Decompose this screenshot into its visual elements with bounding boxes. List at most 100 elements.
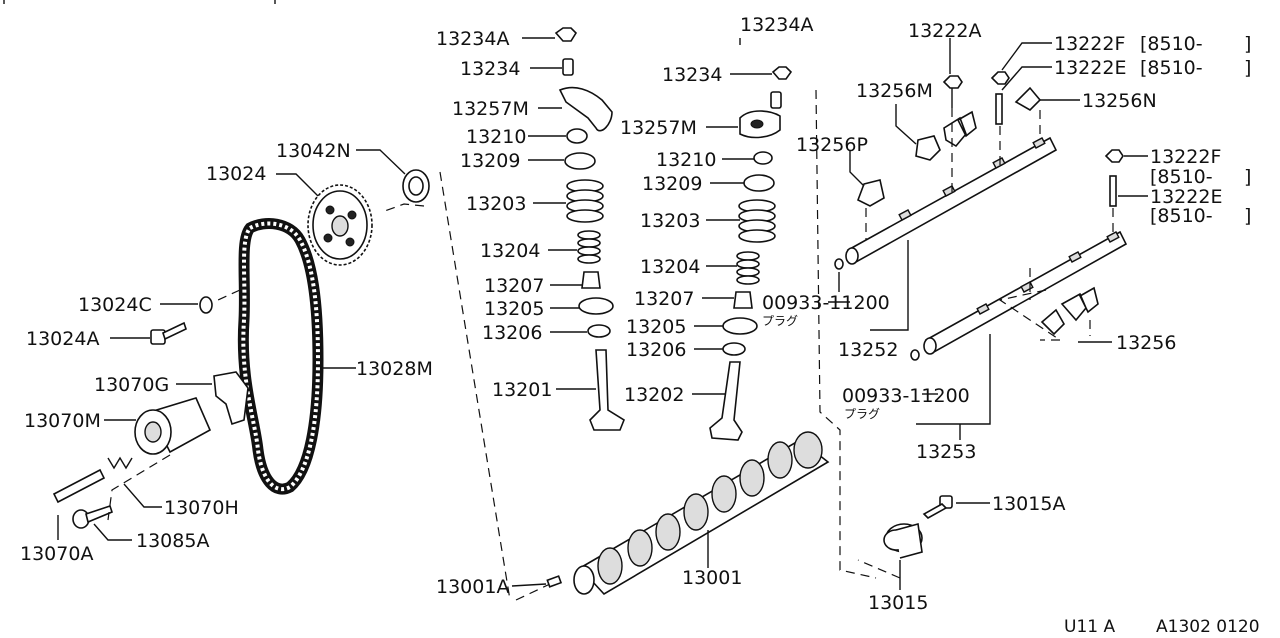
label-13070G: 13070G — [94, 374, 169, 396]
exhaust-valve-group: 13234A 13234 13257M 13210 13209 13203 13… — [620, 14, 813, 441]
adjuster-13234-left[interactable] — [562, 58, 574, 76]
label-00933-a-jp: プラグ — [762, 314, 798, 328]
label-13204-right: 13204 — [640, 256, 700, 278]
label-13207-right: 13207 — [634, 288, 694, 310]
label-13256: 13256 — [1116, 332, 1176, 354]
label-00933-b: 00933-11200 — [842, 385, 970, 407]
label-13234A-left: 13234A — [436, 28, 509, 50]
label-13070A: 13070A — [20, 543, 93, 565]
tensioner-13070M[interactable] — [134, 397, 212, 455]
label-13024: 13024 — [206, 163, 266, 185]
label-13234-left: 13234 — [460, 58, 520, 80]
collet-13210-right[interactable] — [753, 151, 773, 165]
label-13234-right: 13234 — [662, 64, 722, 86]
nut-13234A-right[interactable] — [771, 66, 793, 80]
label-13257M-right: 13257M — [620, 117, 697, 139]
label-13222E-b: 13222E — [1150, 186, 1222, 208]
spring-13203-left[interactable] — [566, 179, 604, 223]
camshaft-13001[interactable] — [573, 431, 830, 596]
label-13207-left: 13207 — [484, 275, 544, 297]
label-13222E-a-date: [8510- — [1140, 57, 1203, 79]
seal-13042N[interactable] — [402, 169, 430, 203]
front-seal-group: 13015A 13015 — [868, 493, 1065, 614]
timing-group: 13042N 13024 13024C 13024A 13028M 13070G… — [20, 140, 433, 565]
footer-code: A1302 0120 — [1156, 617, 1260, 637]
pulley-13024[interactable] — [307, 184, 373, 266]
label-13210-right: 13210 — [656, 149, 716, 171]
bracket-close-a1: ] — [1244, 33, 1251, 55]
spring-13070H[interactable] — [107, 456, 133, 470]
washer-13024C[interactable] — [199, 296, 213, 314]
key-13001A[interactable] — [546, 575, 563, 588]
label-00933-a: 00933-11200 — [762, 292, 890, 314]
label-13210-left: 13210 — [466, 126, 526, 148]
seat-13205-left[interactable] — [578, 297, 614, 315]
label-13222F-a: 13222F — [1054, 33, 1125, 55]
label-13203-right: 13203 — [640, 210, 700, 232]
label-13252: 13252 — [838, 339, 898, 361]
plug-00933-b[interactable] — [910, 349, 920, 361]
bolt-13222A[interactable] — [942, 75, 963, 108]
seal-13207-left[interactable] — [581, 271, 601, 289]
plug-13015[interactable] — [883, 522, 923, 559]
nut-13222F-b[interactable] — [1104, 149, 1124, 163]
label-13001: 13001 — [682, 567, 742, 589]
top-bracket — [3, 0, 276, 4]
label-13205-right: 13205 — [626, 316, 686, 338]
label-13222F-b: 13222F — [1150, 146, 1221, 168]
spring-13256[interactable] — [1040, 286, 1099, 336]
label-13222E-b-date: [8510- — [1150, 205, 1213, 227]
stud-13222E-a[interactable] — [995, 93, 1003, 125]
spring-13256N[interactable] — [1014, 86, 1042, 111]
label-13070H: 13070H — [164, 497, 239, 519]
retainer-13209-left[interactable] — [564, 152, 596, 170]
spring-13203-right[interactable] — [738, 199, 776, 243]
seat-13205-right[interactable] — [722, 317, 758, 335]
bracket-close-b1: ] — [1244, 166, 1251, 188]
seal-13207-right[interactable] — [733, 291, 753, 309]
label-13209-left: 13209 — [460, 150, 520, 172]
rocker-shaft-group: 13222A 13222F [8510- ] 13222E [8510- ] 1… — [762, 20, 1251, 463]
belt-13028M[interactable] — [237, 218, 324, 495]
bracket-13070G[interactable] — [213, 371, 249, 426]
rocker-shaft-13253[interactable] — [923, 230, 1128, 355]
plug-00933-a[interactable] — [834, 258, 844, 270]
label-13203-left: 13203 — [466, 193, 526, 215]
bolt-13085A[interactable] — [72, 504, 113, 529]
label-13253: 13253 — [916, 441, 976, 463]
label-13256N: 13256N — [1082, 90, 1157, 112]
label-13256P: 13256P — [796, 134, 868, 156]
label-13209-right: 13209 — [642, 173, 702, 195]
label-13202: 13202 — [624, 384, 684, 406]
label-13256M: 13256M — [856, 80, 933, 102]
bracket-close-a2: ] — [1244, 57, 1251, 79]
washer-13206-right[interactable] — [722, 342, 746, 356]
spring-13204-left[interactable] — [577, 230, 601, 264]
stud-13222E-b[interactable] — [1109, 175, 1117, 207]
spring-13204-right[interactable] — [736, 251, 760, 285]
label-13015: 13015 — [868, 592, 928, 614]
bolt-13024A[interactable] — [150, 321, 187, 345]
label-13024C: 13024C — [78, 294, 152, 316]
retainer-13209-right[interactable] — [743, 174, 775, 192]
rocker-shaft-13252[interactable] — [845, 136, 1058, 265]
label-13001A: 13001A — [436, 576, 509, 598]
pin-13070A[interactable] — [52, 468, 106, 504]
label-13070M: 13070M — [24, 410, 101, 432]
collet-13210-left[interactable] — [566, 128, 588, 144]
nut-13222F-a[interactable] — [990, 71, 1010, 85]
label-13257M-left: 13257M — [452, 98, 529, 120]
bolt-13015A[interactable] — [922, 495, 953, 519]
washer-13206-left[interactable] — [587, 324, 611, 338]
valve-13202[interactable] — [709, 361, 743, 441]
label-13204-left: 13204 — [480, 240, 540, 262]
spring-13256P[interactable] — [856, 179, 885, 207]
valve-13201[interactable] — [589, 349, 625, 431]
nut-13234A-left[interactable] — [554, 27, 578, 42]
camshaft-group: 13001A 13001 — [436, 89, 901, 601]
adjuster-13234-right[interactable] — [770, 91, 782, 109]
spring-13256M[interactable] — [915, 110, 977, 161]
rocker-13257M-left[interactable] — [558, 86, 613, 132]
intake-valve-group: 13234A 13234 13257M 13210 13209 13203 13… — [436, 27, 625, 431]
label-13222A: 13222A — [908, 20, 981, 42]
